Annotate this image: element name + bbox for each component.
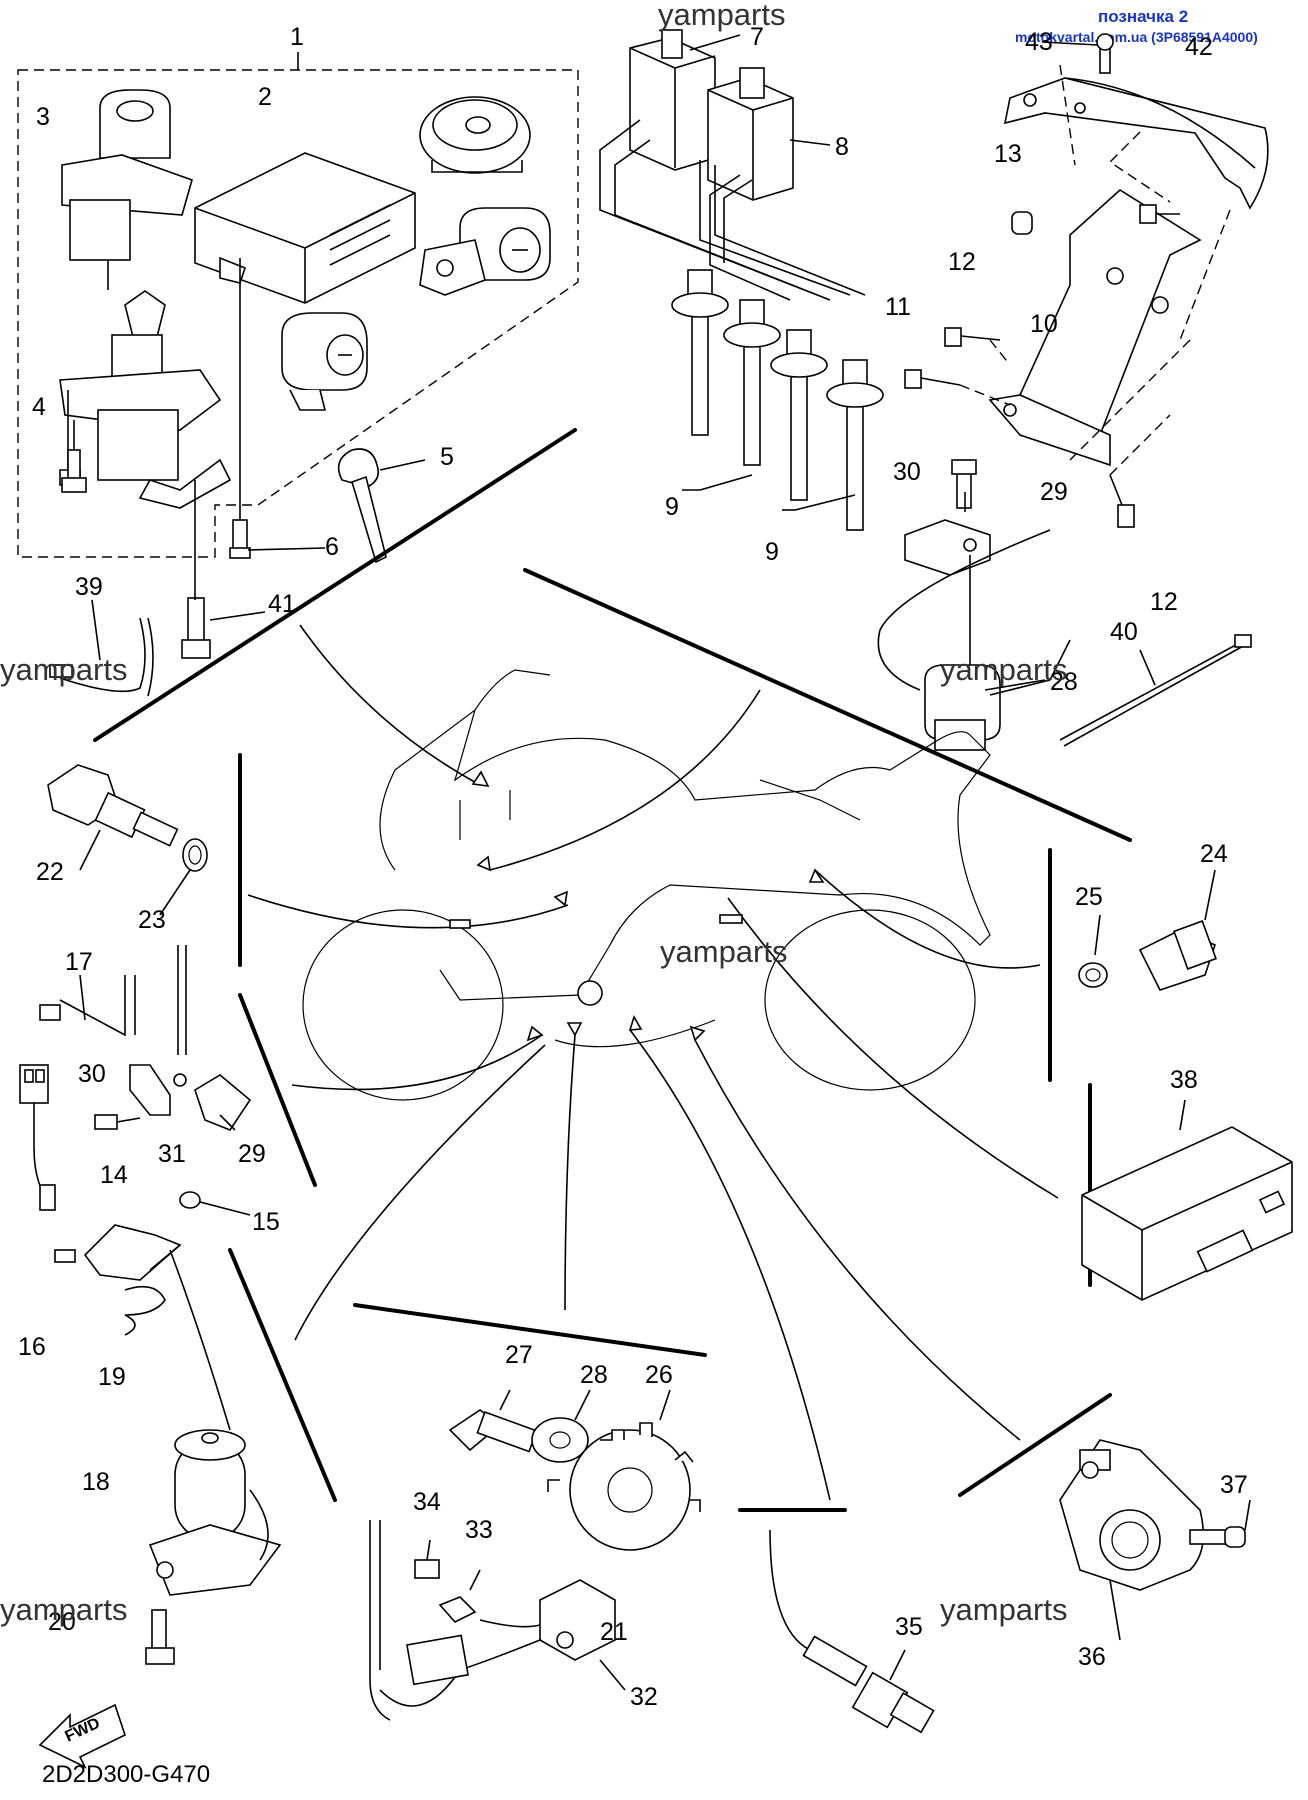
watermark: yamparts — [660, 934, 787, 969]
callout: 25 — [1075, 883, 1103, 911]
callout: 33 — [465, 1516, 493, 1544]
callout: 24 — [1200, 840, 1228, 868]
group-1-lock-set — [17, 52, 579, 558]
callout: 29 — [238, 1140, 266, 1168]
callout: 1 — [290, 23, 304, 51]
callout: 32 — [630, 1683, 658, 1711]
bottom-parts — [369, 1389, 935, 1734]
watermark: yamparts — [0, 1592, 127, 1627]
callout: 19 — [98, 1363, 126, 1391]
key-item — [337, 448, 426, 564]
callout: 15 — [252, 1208, 280, 1236]
watermark: yamparts — [940, 652, 1067, 687]
callout: 23 — [138, 906, 166, 934]
watermark: yamparts — [658, 0, 785, 32]
right-parts — [1059, 869, 1293, 1641]
callout: 16 — [18, 1333, 46, 1361]
group-bracket-lines — [93, 428, 1132, 1512]
callout: 42 — [1185, 33, 1213, 61]
callout: 17 — [65, 948, 93, 976]
callout: 35 — [895, 1613, 923, 1641]
callout: 10 — [1030, 310, 1058, 338]
callout: 5 — [440, 443, 454, 471]
header-title: позначка 2 — [1098, 7, 1188, 26]
ignition-coils — [599, 29, 884, 531]
callout: 9 — [765, 538, 779, 566]
bracket-group — [904, 33, 1269, 528]
callout: 28 — [580, 1361, 608, 1389]
callout: 30 — [78, 1060, 106, 1088]
callout: 39 — [75, 573, 103, 601]
callout: 40 — [1110, 618, 1138, 646]
callout: 8 — [835, 133, 849, 161]
callout: 26 — [645, 1361, 673, 1389]
sensor-28-top — [877, 459, 1071, 751]
callout: 22 — [36, 858, 64, 886]
callout: 12 — [1150, 588, 1178, 616]
callout: 7 — [750, 23, 764, 51]
fwd-arrow: FWD — [38, 1703, 126, 1769]
callout: 9 — [665, 493, 679, 521]
callout: 36 — [1078, 1643, 1106, 1671]
callout: 29 — [1040, 478, 1068, 506]
callout: 13 — [994, 140, 1022, 168]
callouts: 1 2 3 4 5 6 7 8 9 9 10 11 12 12 13 14 15… — [18, 23, 1248, 1711]
callout: 31 — [158, 1140, 186, 1168]
screws-left — [61, 258, 326, 659]
callout: 21 — [600, 1618, 628, 1646]
callout: 18 — [82, 1468, 110, 1496]
callout: 34 — [413, 1488, 441, 1516]
header-source: motokvartal.com.ua (3P68591A4000) — [1015, 29, 1258, 45]
watermark: yamparts — [0, 652, 127, 687]
left-sensors — [19, 764, 282, 1665]
cable-tie-39 — [1059, 634, 1252, 747]
watermark: yamparts — [940, 1592, 1067, 1627]
callout: 30 — [893, 458, 921, 486]
callout: 41 — [268, 590, 296, 618]
watermarks: yamparts yamparts yamparts yamparts yamp… — [0, 0, 1067, 1627]
callout: 38 — [1170, 1066, 1198, 1094]
callout: 12 — [948, 248, 976, 276]
diagram-code: 2D2D300-G470 — [42, 1761, 210, 1788]
callout: 20 — [48, 1608, 76, 1636]
callout: 37 — [1220, 1471, 1248, 1499]
callout: 2 — [258, 83, 272, 111]
callout: 43 — [1025, 28, 1053, 56]
callout: 14 — [100, 1161, 128, 1189]
callout: 28 — [1050, 668, 1078, 696]
motorcycle-outline — [302, 669, 991, 1101]
callout: 3 — [36, 103, 50, 131]
callout: 6 — [325, 533, 339, 561]
callout: 4 — [32, 393, 46, 421]
cable-tie-38 — [49, 599, 154, 697]
leader-lines — [247, 624, 1059, 1501]
callout: 27 — [505, 1341, 533, 1369]
callout: 11 — [885, 293, 911, 321]
